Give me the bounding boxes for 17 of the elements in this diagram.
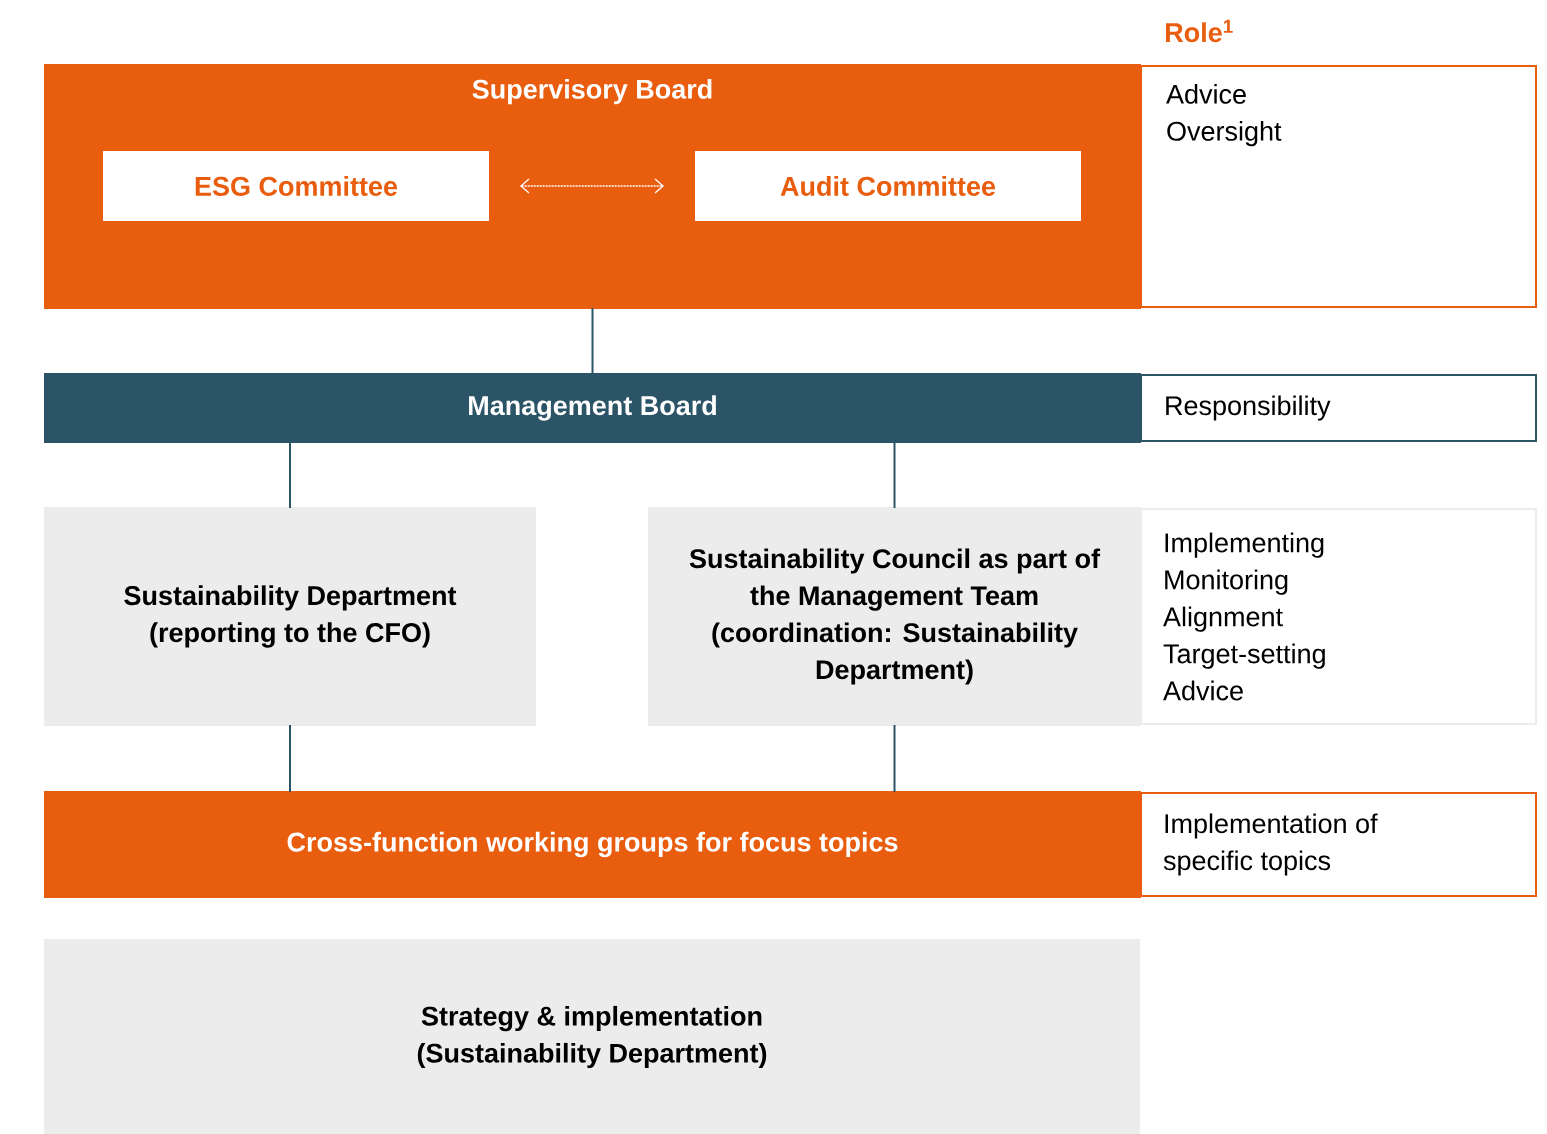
role-box: Implementing Monitoring Alignment Target-setting Advice	[1140, 508, 1537, 725]
connector-line	[893, 724, 896, 793]
strategy-box: Strategy & implementation (Sustainability Department)	[44, 939, 1140, 1134]
committee-box: Audit Committee	[695, 151, 1081, 221]
working-groups-band: Cross-function working groups for focus topics	[44, 791, 1141, 898]
role-box: Responsibility	[1140, 374, 1537, 442]
department-box: Sustainability Department (reporting to the CFO)	[44, 507, 536, 726]
arrow	[520, 178, 664, 194]
council-box: Sustainability Council as part of the Management Team (coordination: Sustainability Department)	[648, 507, 1141, 726]
board-band: Management Board	[44, 373, 1141, 443]
connector-line	[893, 441, 896, 509]
connector-line	[289, 441, 291, 509]
role-box: Advice Oversight	[1140, 65, 1537, 308]
role-box: Implementation of specific topics	[1140, 792, 1537, 897]
connector-line	[289, 724, 291, 793]
connector-line	[591, 307, 594, 375]
committee-box: ESG Committee	[103, 151, 489, 221]
